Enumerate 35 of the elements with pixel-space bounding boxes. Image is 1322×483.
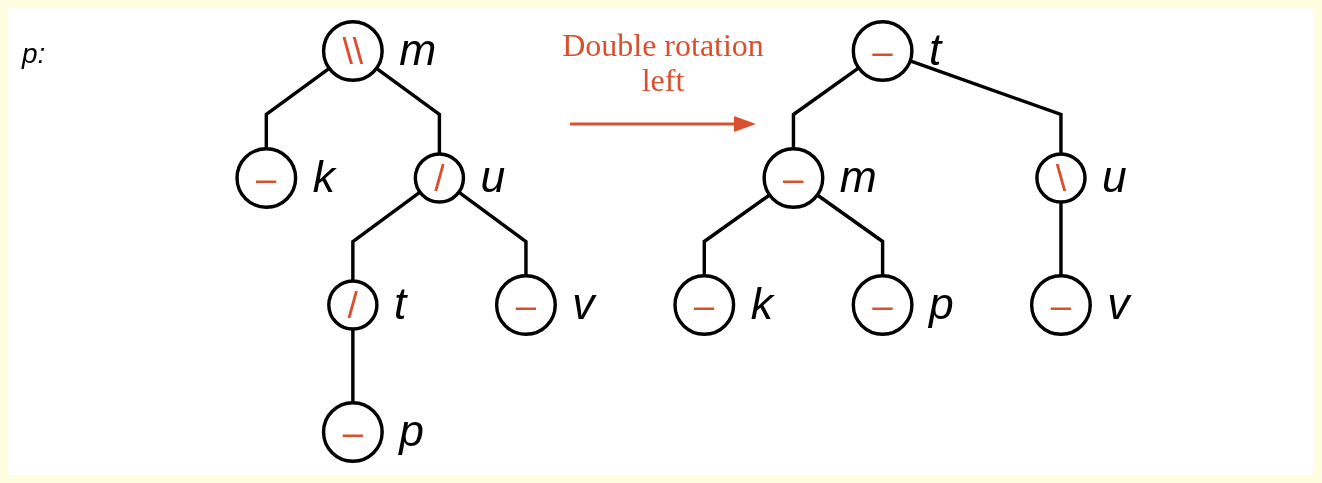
connector xyxy=(351,190,422,281)
node-letter: m xyxy=(839,151,877,201)
node-circle: – xyxy=(851,274,914,336)
node-circle: / xyxy=(413,152,466,204)
node-circle: – xyxy=(1029,274,1092,336)
node-letter: v xyxy=(1107,278,1130,328)
connector xyxy=(791,66,860,149)
connector xyxy=(702,193,771,276)
connector xyxy=(375,66,442,154)
connector xyxy=(1059,202,1063,276)
node-circle: – xyxy=(851,19,914,82)
node-circle: \ xyxy=(1035,152,1087,204)
node-letter: k xyxy=(312,151,335,201)
node-letter: k xyxy=(750,278,773,328)
node-letter: t xyxy=(929,24,942,74)
node-letter: p xyxy=(399,405,424,455)
node-label: p: xyxy=(22,38,46,70)
node-circle: – xyxy=(321,401,384,464)
node-circle: / xyxy=(327,279,379,331)
node-circle: – xyxy=(494,274,557,336)
operation-caption: Double rotation left xyxy=(561,28,765,99)
node-circle: – xyxy=(235,147,298,209)
node-letter: u xyxy=(480,151,506,201)
node-letter: t xyxy=(394,278,407,328)
node-circle: – xyxy=(673,274,736,336)
connector xyxy=(457,190,528,276)
connector xyxy=(351,329,355,403)
connector xyxy=(264,66,331,149)
node-letter: p xyxy=(929,278,954,328)
connector xyxy=(816,193,885,276)
node-letter: v xyxy=(572,278,595,328)
node-circle: – xyxy=(762,147,825,209)
node-letter: u xyxy=(1102,151,1127,201)
node-letter: m xyxy=(399,24,437,74)
node-circle: \\ xyxy=(321,20,384,82)
